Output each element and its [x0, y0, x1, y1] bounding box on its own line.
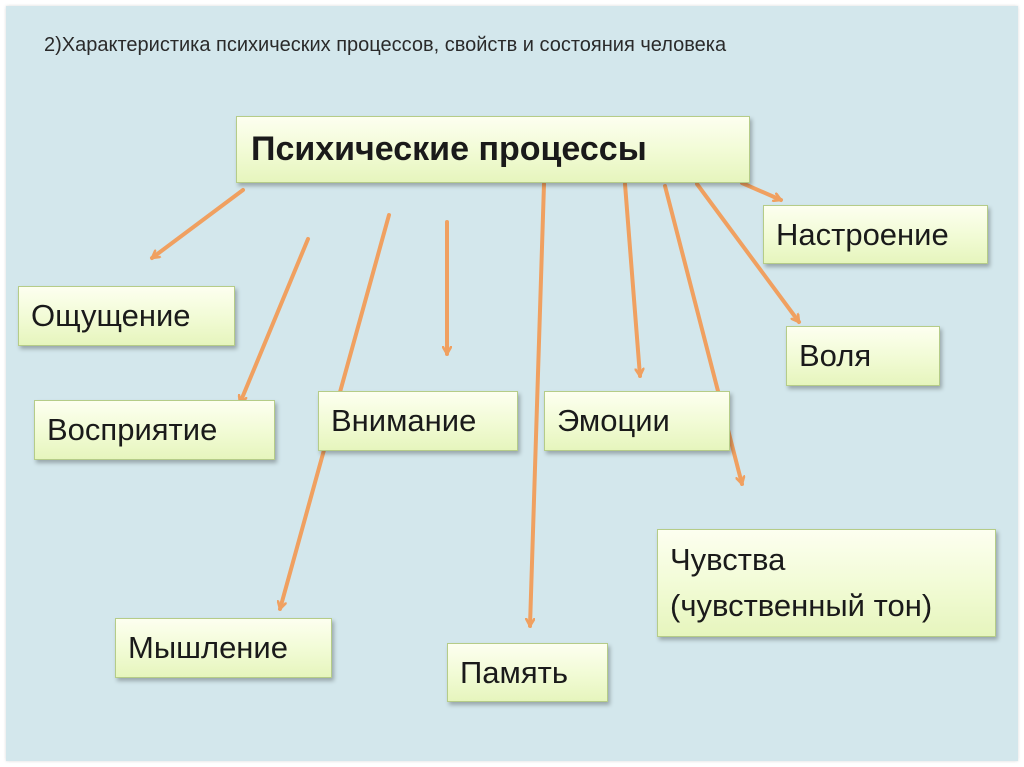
arrow-to-emocii [623, 182, 640, 378]
node-volya: Воля [786, 326, 940, 386]
arrow-to-vospriyatie [240, 237, 310, 405]
node-nastroenie: Настроение [763, 205, 988, 264]
node-chuvstva-line1: Чувства [670, 542, 786, 577]
node-chuvstva: Чувства (чувственный тон) [657, 529, 996, 637]
node-vnimanie: Внимание [318, 391, 518, 451]
node-vospriyatie: Восприятие [34, 400, 275, 460]
arrow-to-nastroenie [740, 181, 783, 200]
node-chuvstva-line2: (чувственный тон) [670, 588, 933, 623]
arrow-to-pamyat [530, 182, 546, 628]
root-node: Психические процессы [236, 116, 750, 183]
node-pamyat: Память [447, 643, 608, 702]
slide-subtitle: 2)Характеристика психических процессов, … [44, 34, 727, 56]
arrow-to-oshchushchenie [150, 188, 245, 260]
arrow-to-volya [695, 182, 801, 324]
node-oshchushchenie: Ощущение [18, 286, 235, 346]
node-myshlenie: Мышление [115, 618, 332, 678]
node-emocii: Эмоции [544, 391, 730, 451]
